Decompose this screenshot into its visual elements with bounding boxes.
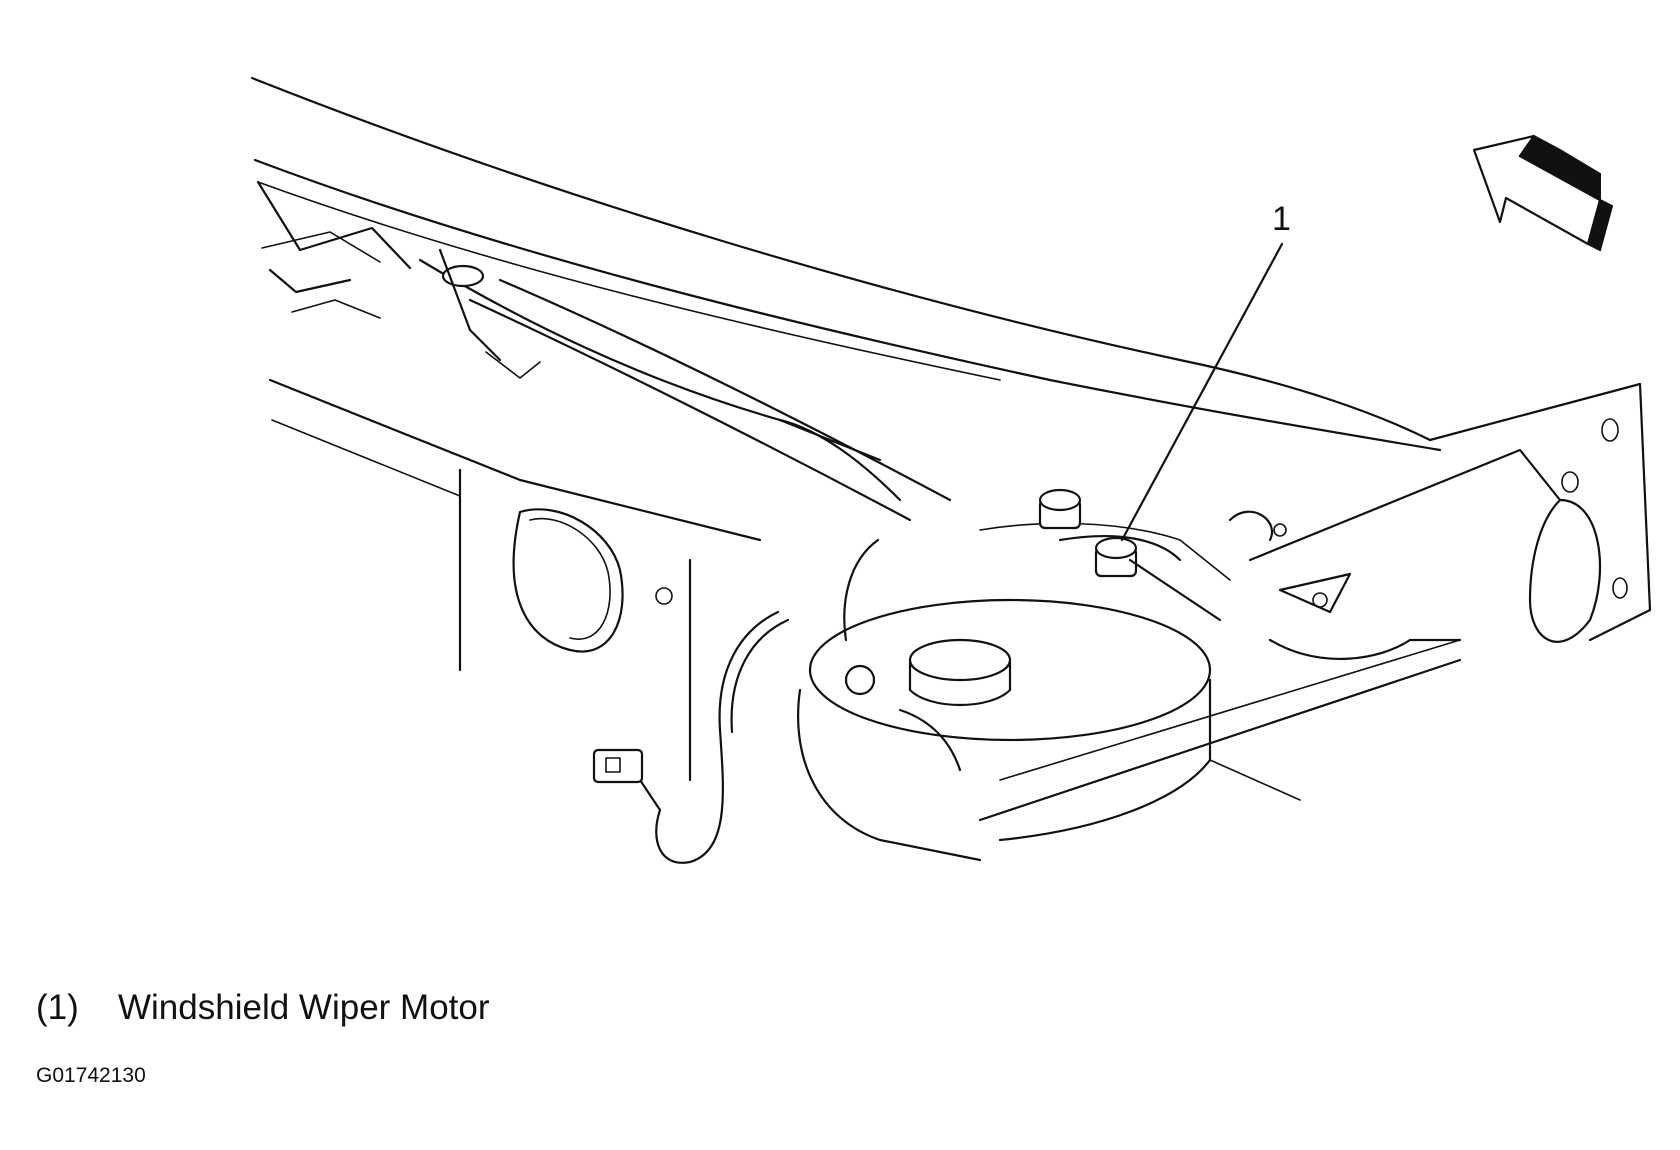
cowl-panel [250, 76, 1442, 452]
legend-label: Windshield Wiper Motor [118, 988, 490, 1027]
wiper-linkage [418, 248, 952, 522]
right-panel [978, 382, 1652, 822]
motor-mount-bolts [1038, 488, 1222, 622]
callout-leader-line [1120, 242, 1284, 542]
wiper-motor-illustration [250, 76, 1652, 864]
forward-arrow-icon [1472, 134, 1614, 252]
legend-number: (1) [36, 988, 79, 1027]
legend-item: (1) Windshield Wiper Motor [36, 988, 490, 1028]
figure-code: G01742130 [36, 1064, 146, 1087]
left-structure [268, 378, 762, 782]
callout-number: 1 [1272, 200, 1291, 238]
wiper-harness [592, 538, 880, 864]
wiper-motor-body [797, 510, 1352, 862]
